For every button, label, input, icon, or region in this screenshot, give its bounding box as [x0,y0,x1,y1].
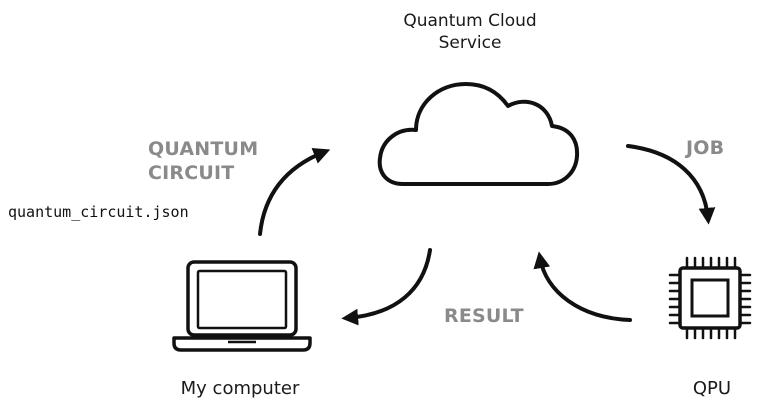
arrow-circuit-to-cloud [258,147,331,236]
cloud-label-line1: Quantum Cloud [403,11,537,31]
arrow-qpu-to-cloud [533,251,632,322]
computer-label: My computer [180,378,300,399]
cloud-label: Quantum Cloud Service [370,10,570,54]
arrow-job-to-qpu [626,144,716,225]
laptop-icon [172,260,312,352]
chip-icon [668,256,752,340]
flow-label-circuit-line2: CIRCUIT [148,162,235,184]
flow-label-result: RESULT [444,305,524,327]
flow-label-circuit: QUANTUM CIRCUIT [148,137,258,185]
arrow-result-to-computer [341,248,432,326]
flow-label-job: JOB [686,137,725,159]
flow-label-circuit-line1: QUANTUM [148,138,259,160]
file-name: quantum_circuit.json [8,203,189,221]
cloud-label-line2: Service [438,33,502,53]
cloud-icon [377,82,580,186]
qpu-label: QPU [692,378,732,399]
